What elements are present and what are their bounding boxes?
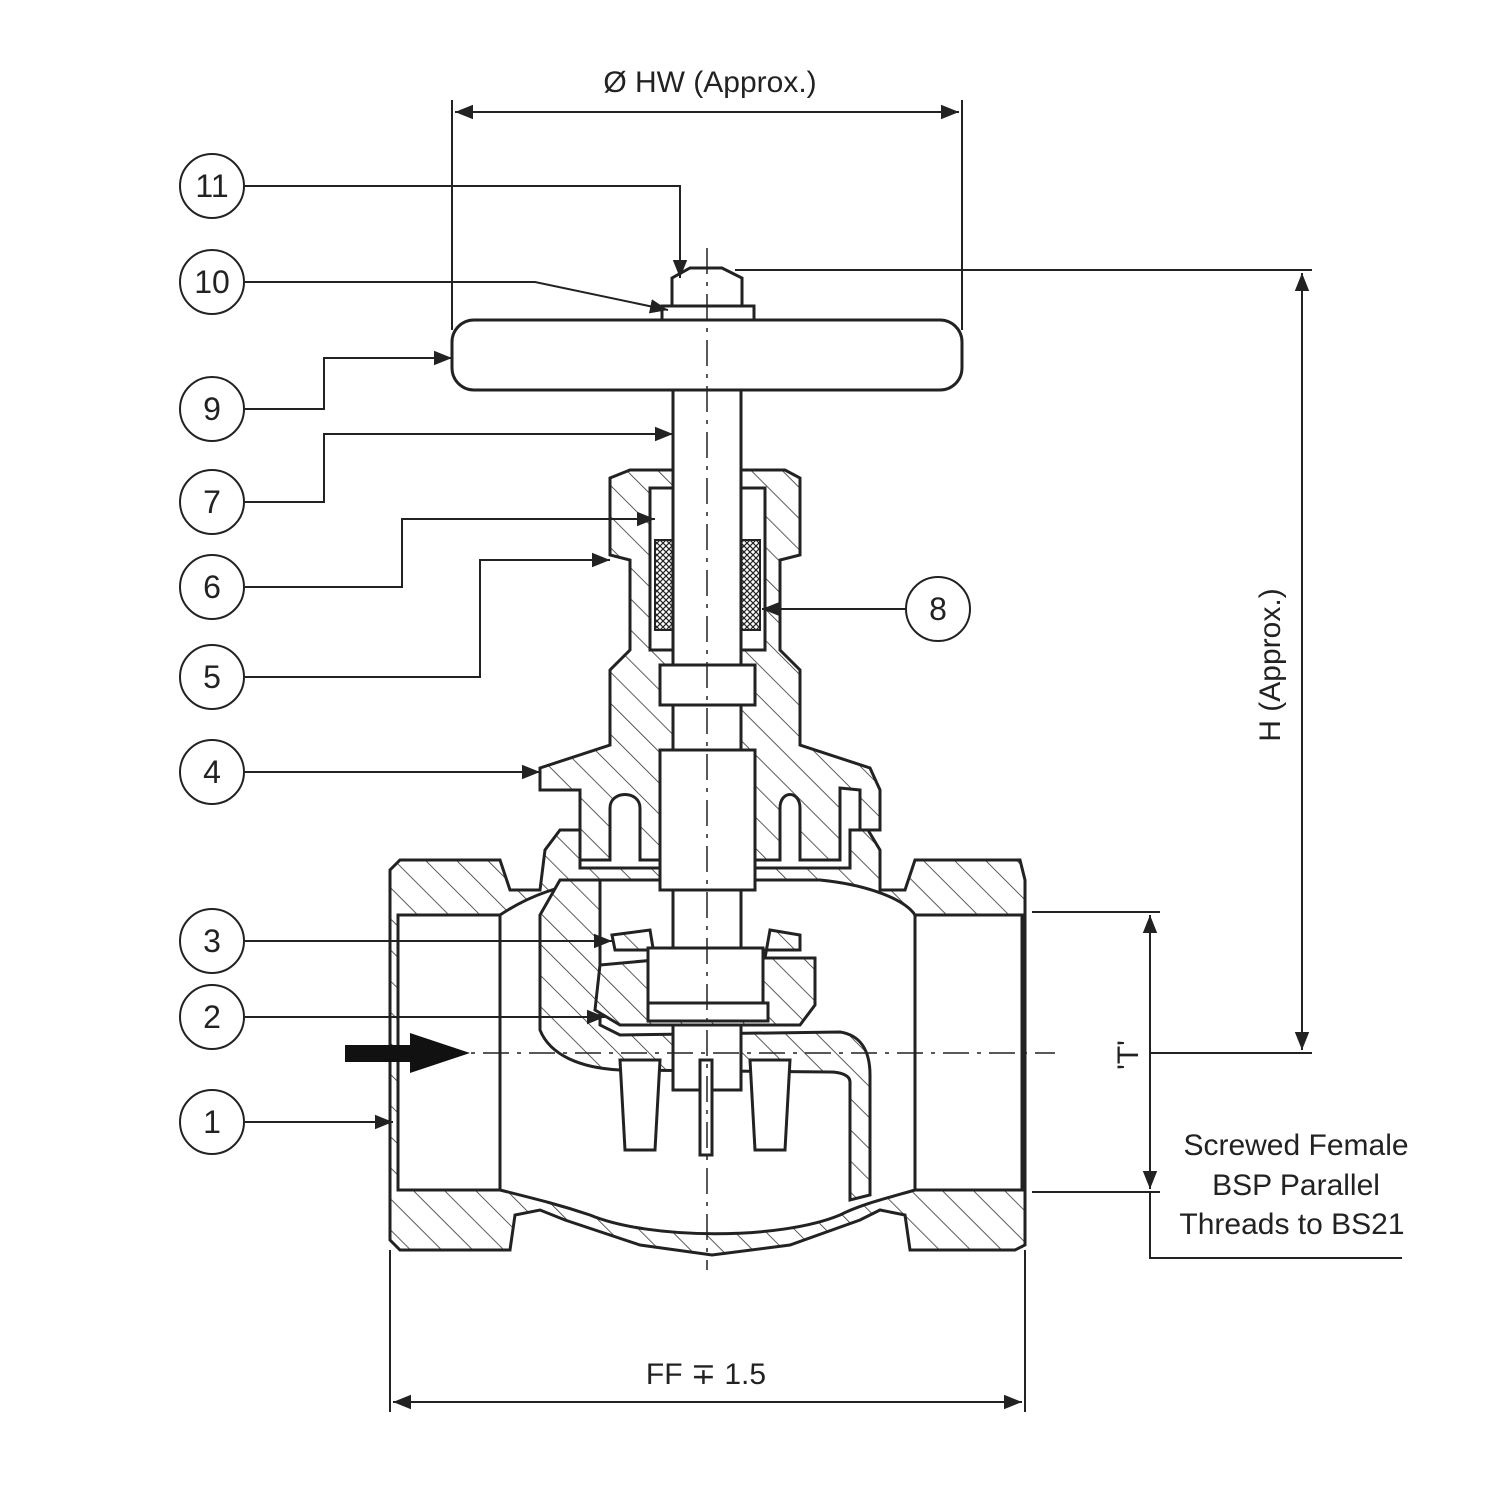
callout-10: 10 (179, 249, 245, 315)
callout-4-label: 4 (203, 754, 221, 790)
callout-7-label: 7 (203, 484, 221, 520)
h-dimension-label: H (Approx.) (1254, 588, 1287, 741)
callout-5-label: 5 (203, 659, 221, 695)
valve-body (345, 248, 1055, 1270)
callout-6-label: 6 (203, 569, 221, 605)
callout-8-label: 8 (929, 591, 947, 627)
note-line-1: Screwed Female (1183, 1129, 1408, 1162)
hw-dimension-label: Ø HW (Approx.) (603, 66, 816, 99)
callout-1-label: 1 (203, 1104, 221, 1140)
callout-3: 3 (179, 908, 245, 974)
note-line-3: Threads to BS21 (1179, 1208, 1404, 1241)
t-dimension-label: 'T' (1112, 1040, 1145, 1070)
callout-9-label: 9 (203, 391, 221, 427)
callout-2-label: 2 (203, 999, 221, 1035)
callout-2: 2 (179, 984, 245, 1050)
dimension-lines (389, 100, 1402, 1412)
flow-arrow-icon (345, 1033, 470, 1073)
note-line-2: BSP Parallel (1212, 1169, 1380, 1202)
callout-8: 8 (905, 576, 971, 642)
callout-11-label: 11 (195, 168, 228, 204)
callout-3-label: 3 (203, 923, 221, 959)
callout-6: 6 (179, 554, 245, 620)
callout-10-label: 10 (194, 264, 230, 300)
callout-1: 1 (179, 1089, 245, 1155)
callout-5: 5 (179, 644, 245, 710)
callout-7: 7 (179, 469, 245, 535)
callout-11: 11 (179, 153, 245, 219)
callout-9: 9 (179, 376, 245, 442)
callout-leaders (245, 185, 905, 1130)
ff-dimension-label: FF ∓ 1.5 (646, 1358, 766, 1391)
thread-note: Screwed Female BSP Parallel Threads to B… (1179, 1129, 1408, 1241)
callout-4: 4 (179, 739, 245, 805)
